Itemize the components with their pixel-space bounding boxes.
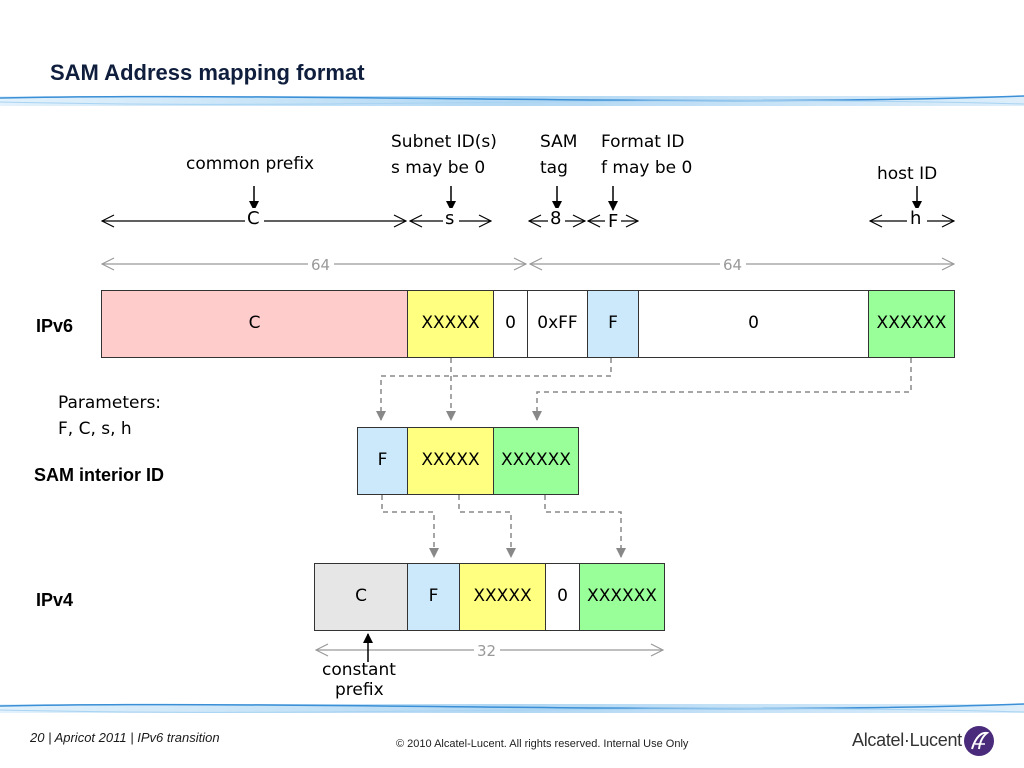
field-c-label: C xyxy=(245,208,262,229)
subnet-id-note: s may be 0 xyxy=(391,158,486,178)
ipv6-cell-f: F xyxy=(587,290,639,358)
ipv4-row-label: IPv4 xyxy=(36,590,74,610)
field-tag-label: 8 xyxy=(548,208,564,229)
format-id-note: f may be 0 xyxy=(601,158,693,178)
sam-interior-row-label: SAM interior ID xyxy=(34,465,165,485)
constant-prefix-label: constant xyxy=(322,660,396,680)
format-id-label: Format ID xyxy=(601,132,685,152)
dim-32: 32 xyxy=(474,642,500,660)
host-id-label: host ID xyxy=(877,164,938,184)
ipv4-cell-c: C xyxy=(314,563,408,631)
field-s-label: s xyxy=(443,208,457,229)
ipv4-cell-host: XXXXXX xyxy=(579,563,665,631)
ipv6-cell-zero-2: 0 xyxy=(638,290,869,358)
parameters-list: F, C, s, h xyxy=(58,419,132,439)
ipv6-cell-zero-1: 0 xyxy=(493,290,528,358)
field-f-label: F xyxy=(606,211,621,232)
ipv4-cell-zero: 0 xyxy=(545,563,580,631)
sam-cell-host: XXXXXX xyxy=(493,427,579,495)
alcatel-lucent-logo-icon xyxy=(964,726,994,756)
common-prefix-label: common prefix xyxy=(186,154,315,174)
page-title: SAM Address mapping format xyxy=(50,60,365,85)
sam-tag-label: tag xyxy=(540,158,568,178)
ipv6-cell-subnet: XXXXX xyxy=(407,290,494,358)
footer-swoosh xyxy=(0,703,1024,713)
dim-64-left: 64 xyxy=(308,256,334,274)
company-logo-text: Alcatel·Lucent xyxy=(852,730,962,750)
parameters-label: Parameters: xyxy=(58,393,162,413)
sam-cell-f: F xyxy=(357,427,408,495)
footer-page-info: 20 | Apricot 2011 | IPv6 transition xyxy=(30,730,220,745)
footer-copyright: © 2010 Alcatel-Lucent. All rights reserv… xyxy=(396,738,689,750)
header-swoosh xyxy=(0,95,1024,106)
field-h-label: h xyxy=(908,208,924,229)
ipv6-cell-sam-tag: 0xFF xyxy=(527,290,588,358)
sam-label: SAM xyxy=(540,132,578,152)
ipv6-cell-c: C xyxy=(101,290,408,358)
dim-64-right: 64 xyxy=(720,256,746,274)
ipv6-cell-host: XXXXXX xyxy=(868,290,955,358)
ipv4-cell-f: F xyxy=(407,563,460,631)
ipv4-cell-subnet: XXXXX xyxy=(459,563,546,631)
subnet-id-label: Subnet ID(s) xyxy=(391,132,497,152)
ipv6-row-label: IPv6 xyxy=(36,316,74,336)
constant-prefix-label-2: prefix xyxy=(335,680,384,700)
sam-cell-subnet: XXXXX xyxy=(407,427,494,495)
